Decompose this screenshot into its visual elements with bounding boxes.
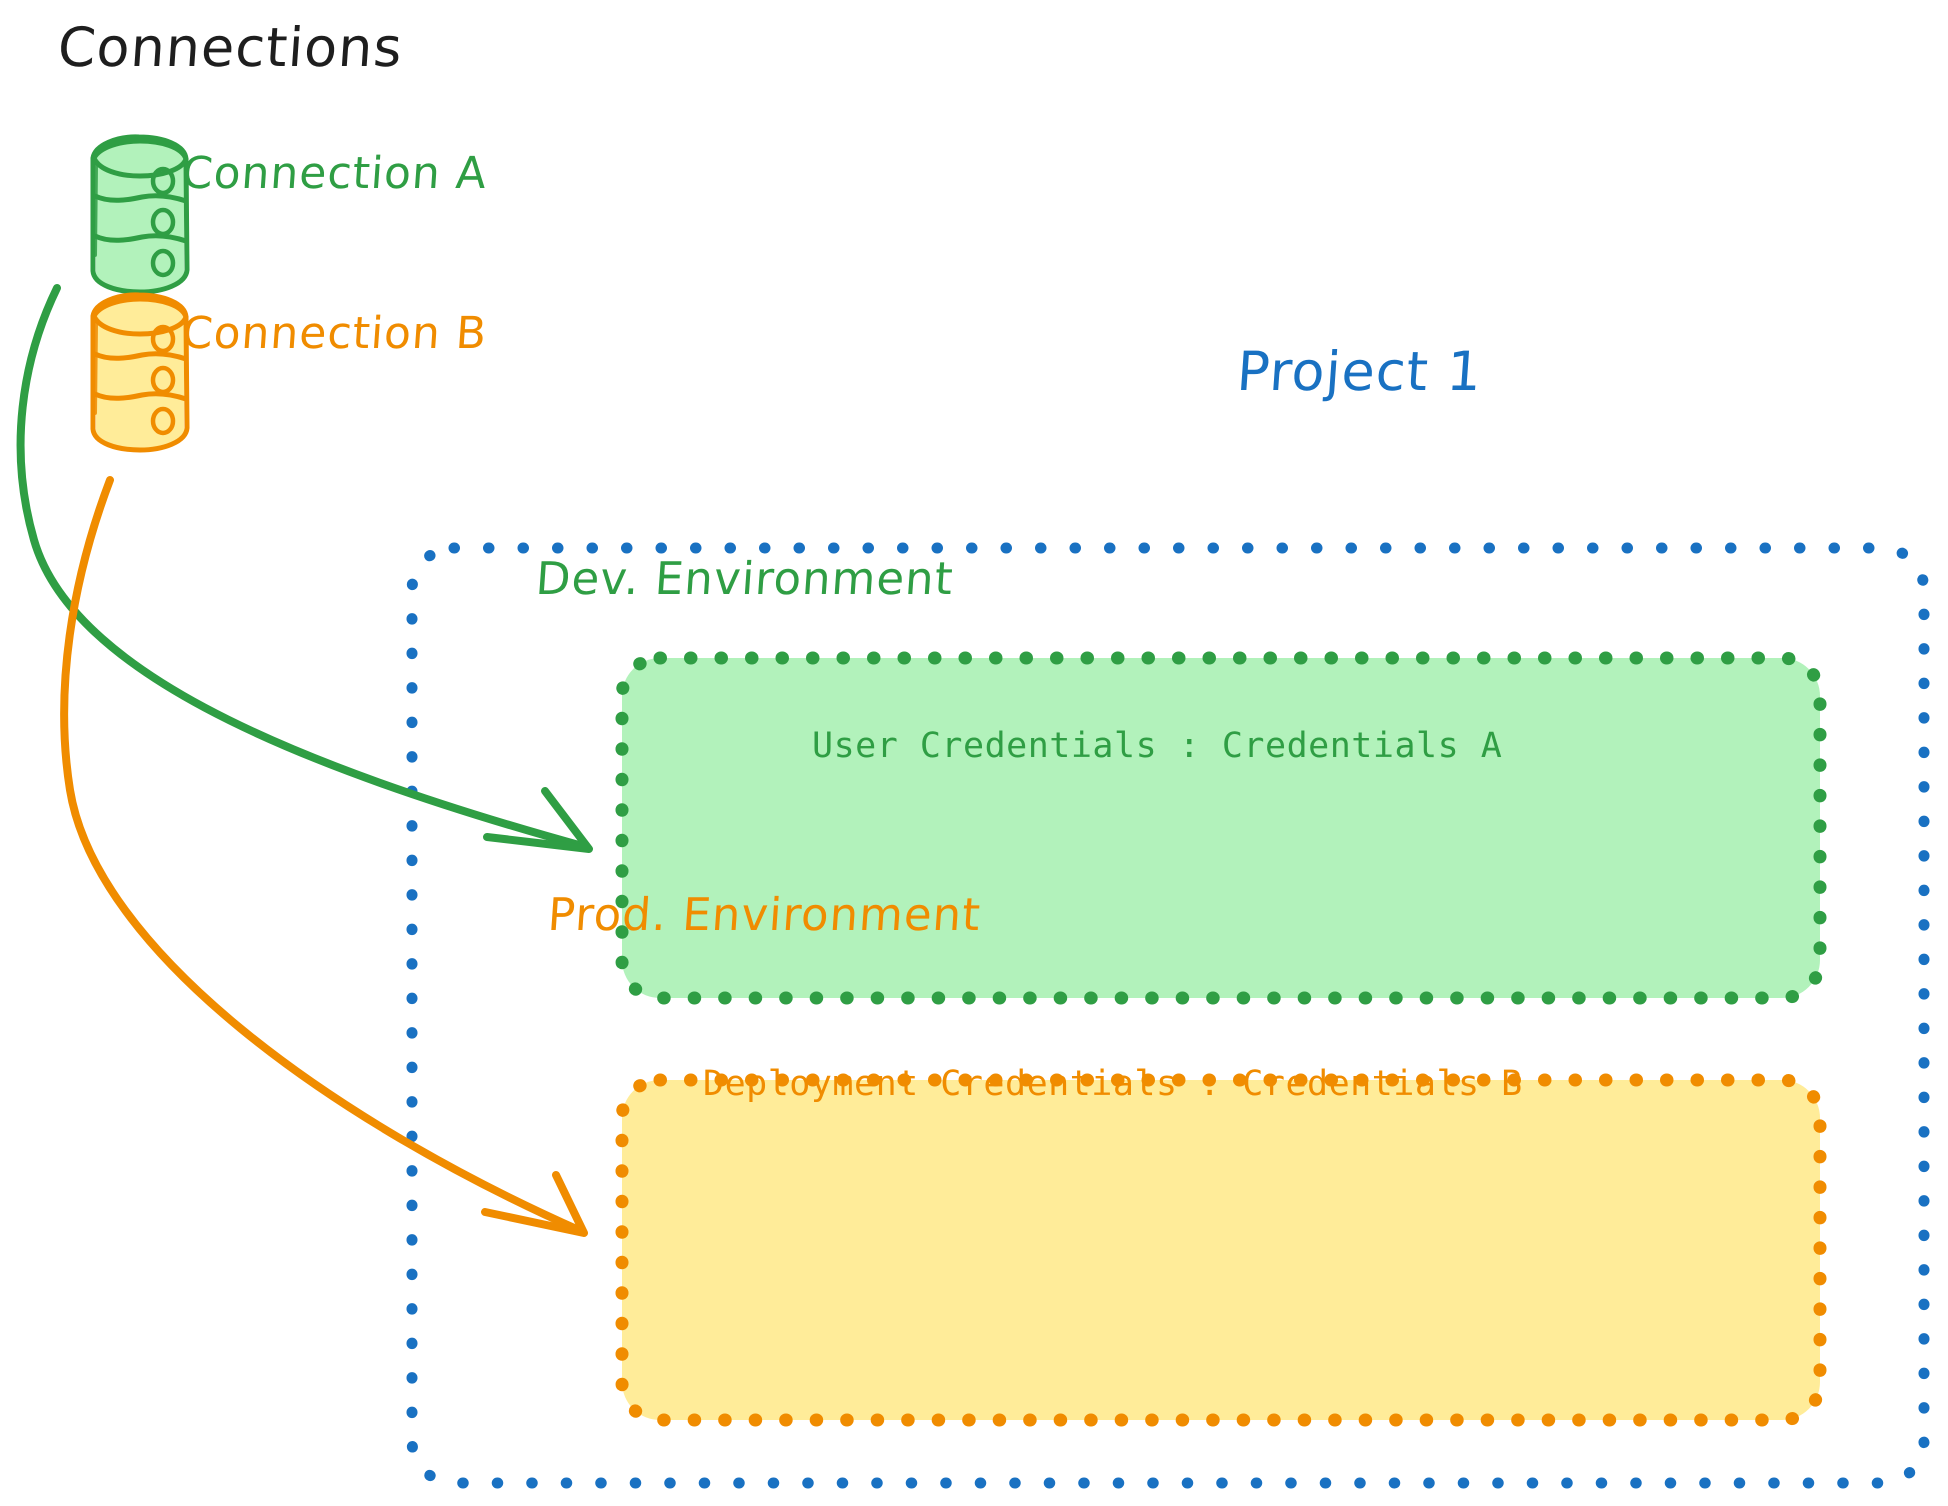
prod-environment-credentials: Deployment Credentials : Credentials B xyxy=(703,1064,1523,1104)
arrow-connection-a-to-dev xyxy=(16,284,593,853)
prod-environment-title: Prod. Environment xyxy=(546,888,983,941)
dev-environment-credentials: User Credentials : Credentials A xyxy=(812,726,1503,766)
connection-b-label[interactable]: Connection B xyxy=(180,308,489,359)
dev-environment-title: Dev. Environment xyxy=(534,552,956,605)
dev-environment-box[interactable] xyxy=(615,651,1827,1005)
database-cylinder-icon-a[interactable] xyxy=(90,134,190,295)
prod-environment-box[interactable] xyxy=(615,1073,1827,1427)
page-title: Connections xyxy=(55,16,405,79)
connection-a-label[interactable]: Connection A xyxy=(180,148,489,199)
database-cylinder-icon-b[interactable] xyxy=(90,292,190,453)
project-1-label: Project 1 xyxy=(1234,340,1485,403)
arrow-connection-b-to-prod xyxy=(60,476,588,1237)
